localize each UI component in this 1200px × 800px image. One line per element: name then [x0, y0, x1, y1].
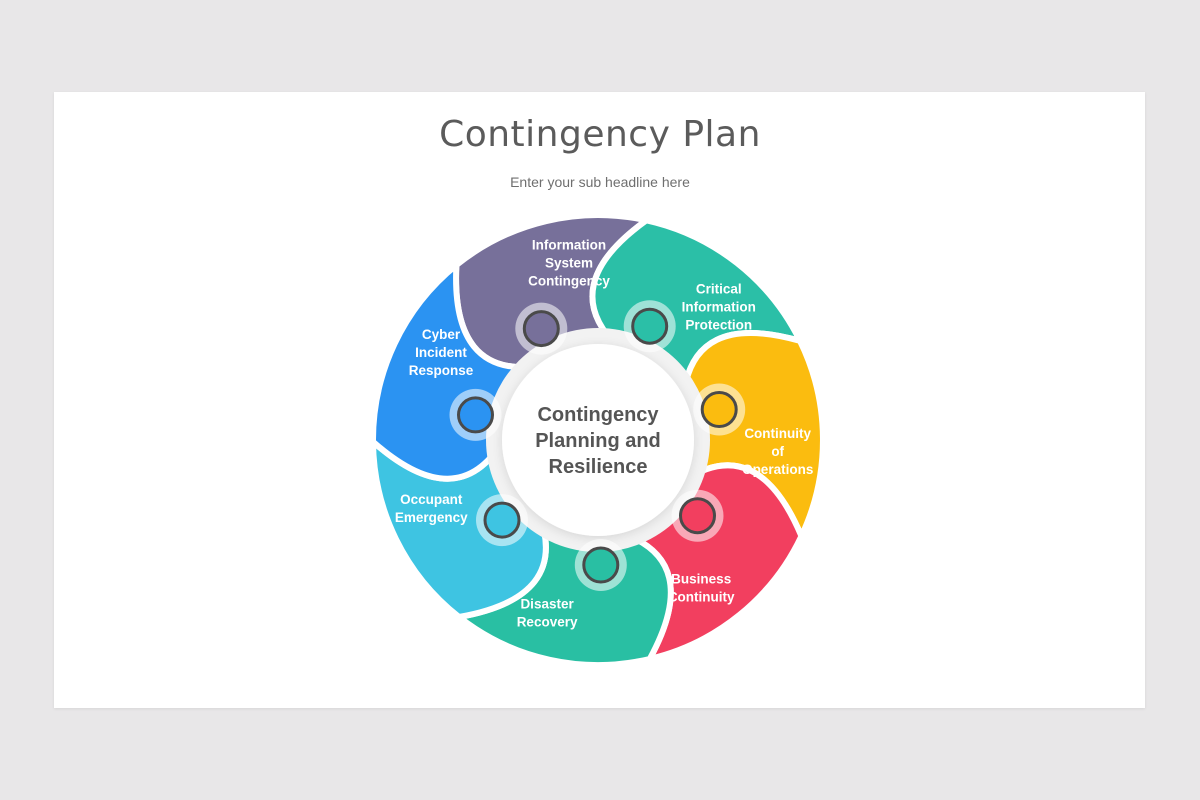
segment-2-label-line-2: Information — [682, 300, 756, 315]
segment-4-label-line-2: Continuity — [668, 589, 735, 604]
segment-5-node-icon — [582, 546, 620, 584]
segment-6-node-icon — [483, 501, 521, 539]
segment-1-label-line-3: Contingency — [528, 273, 610, 288]
segment-4-label-line-1: Business — [671, 571, 731, 586]
slide-subtitle: Enter your sub headline here — [510, 174, 690, 190]
segment-5-label-line-1: Disaster — [520, 597, 574, 612]
hub-circle — [502, 344, 694, 536]
segment-3-node-icon — [700, 391, 738, 428]
segment-1-node-icon — [522, 310, 560, 348]
segment-1-label-line-1: Information — [532, 237, 606, 252]
segment-3-label-line-3: Operations — [742, 462, 813, 477]
segment-7-label-line-2: Incident — [415, 345, 467, 360]
center-label-line-3: Resilience — [549, 456, 648, 478]
center-label-line-1: Contingency — [537, 404, 659, 426]
center-label-line-2: Planning and — [535, 430, 661, 452]
segment-6-label-line-2: Emergency — [395, 510, 468, 525]
segment-3-label-line-2: of — [771, 444, 784, 459]
segment-7-node-icon — [457, 396, 494, 434]
segment-1-label-line-2: System — [545, 255, 593, 270]
segment-6-label-line-1: Occupant — [400, 492, 463, 507]
segment-2-label-line-1: Critical — [696, 282, 742, 297]
segment-5-label-line-2: Recovery — [517, 615, 578, 630]
segment-7-label-line-3: Response — [409, 363, 474, 378]
segment-3-label-line-1: Continuity — [744, 426, 811, 441]
segment-2-node-icon — [631, 307, 669, 345]
segment-4-node-icon — [679, 497, 716, 535]
segment-2-label-line-3: Protection — [685, 318, 752, 333]
slide-title: Contingency Plan — [439, 114, 761, 155]
segment-7-label-line-1: Cyber — [422, 327, 461, 342]
